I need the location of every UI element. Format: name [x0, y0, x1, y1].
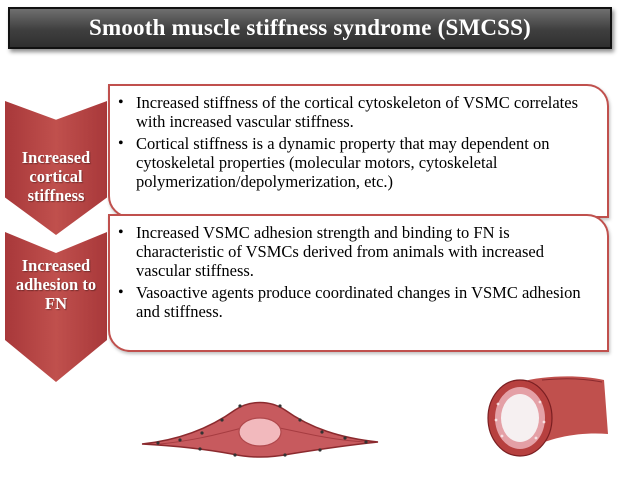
- label-line: cortical: [29, 167, 83, 186]
- text-box-adhesion-to-fn: Increased VSMC adhesion strength and bin…: [108, 214, 609, 352]
- label-line: adhesion to: [15, 275, 97, 294]
- bullet-list: Increased VSMC adhesion strength and bin…: [118, 223, 597, 321]
- chevron-label-cortical-stiffness: Increased cortical stiffness: [5, 148, 107, 205]
- label-line: Increased: [21, 148, 91, 167]
- bullet-item: Cortical stiffness is a dynamic property…: [118, 134, 597, 191]
- bullet-list: Increased stiffness of the cortical cyto…: [118, 93, 597, 191]
- label-line: stiffness: [27, 186, 85, 205]
- page-title: Smooth muscle stiffness syndrome (SMCSS): [88, 15, 532, 40]
- chevron-label-adhesion-to-fn: Increased adhesion to FN: [5, 256, 107, 313]
- label-line: FN: [45, 294, 67, 313]
- bullet-item: Vasoactive agents produce coordinated ch…: [118, 283, 597, 321]
- smooth-muscle-cell-illustration: [141, 401, 379, 458]
- text-box-cortical-stiffness: Increased stiffness of the cortical cyto…: [108, 84, 609, 218]
- blood-vessel-illustration: [487, 376, 608, 457]
- bullet-item: Increased stiffness of the cortical cyto…: [118, 93, 597, 131]
- bullet-item: Increased VSMC adhesion strength and bin…: [118, 223, 597, 280]
- label-line: Increased: [21, 256, 91, 275]
- title-bar: Smooth muscle stiffness syndrome (SMCSS): [8, 7, 612, 49]
